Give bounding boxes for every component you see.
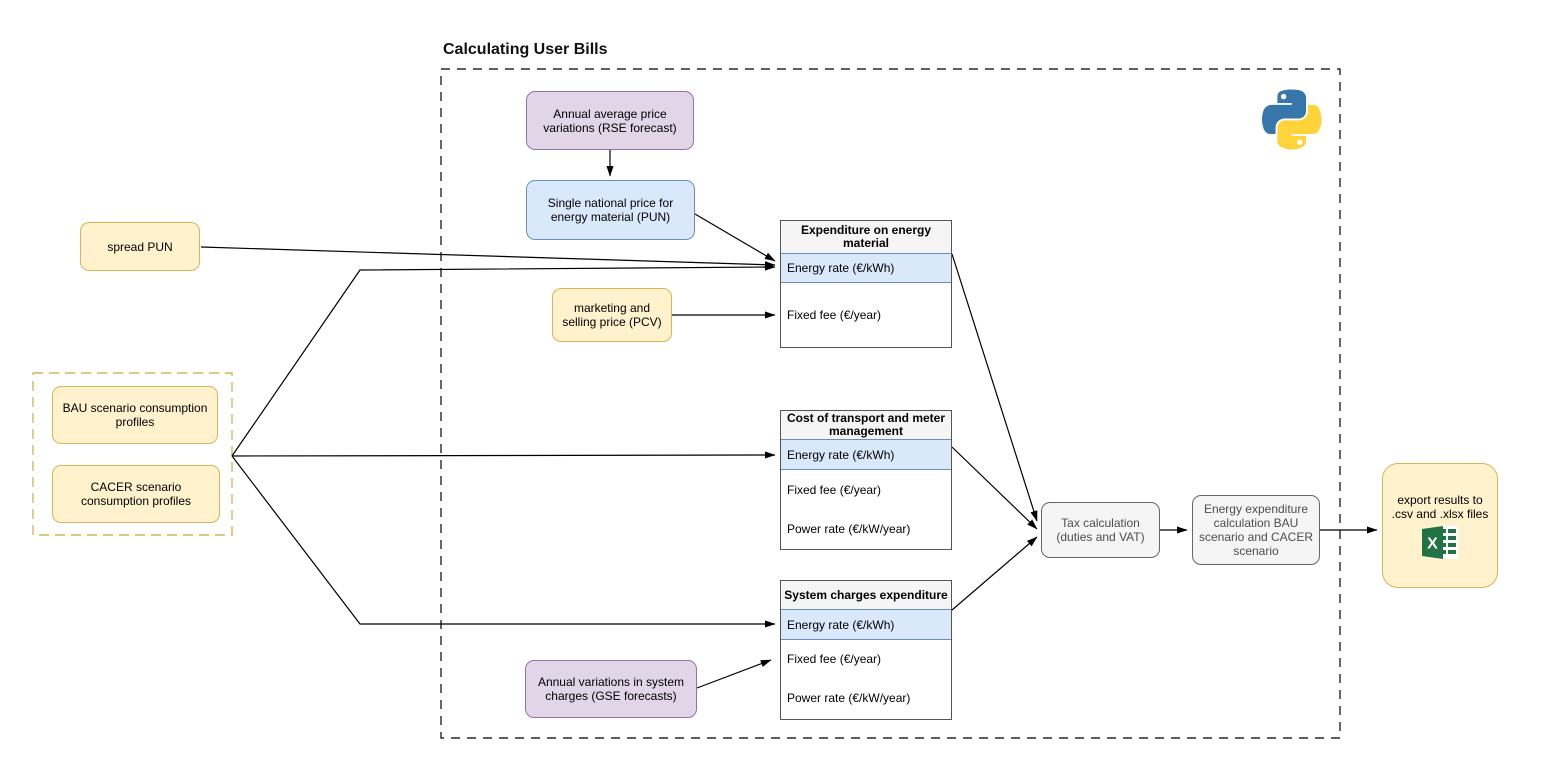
table-header: Expenditure on energy material — [781, 221, 951, 253]
node-pun: Single national price for energy materia… — [526, 180, 695, 240]
node-label: Energy expenditure calculation BAU scena… — [1198, 502, 1314, 558]
node-label: Annual average price variations (RSE for… — [543, 106, 677, 135]
arrow-spread-pun-to-energy-material — [200, 246, 776, 269]
arrow-pun-to-energy-material — [694, 213, 776, 262]
arrow-system-charges-to-tax — [951, 536, 1038, 611]
profiles-dashed-container — [32, 372, 233, 536]
node-bau-profiles: BAU scenario consumption profiles — [52, 386, 218, 444]
table-row-fixed-fee: Fixed fee (€/year) — [781, 470, 951, 509]
arrow-profiles-to-system-charges — [231, 455, 776, 628]
svg-text:X: X — [1427, 535, 1438, 552]
node-rse-forecast: Annual average price variations (RSE for… — [526, 91, 694, 150]
table-row-energy-rate: Energy rate (€/kWh) — [781, 253, 951, 283]
node-label: CACER scenario consumption profiles — [80, 480, 192, 508]
table-system-charges-expenditure: System charges expenditure Energy rate (… — [780, 580, 952, 720]
node-energy-expenditure-calc: Energy expenditure calculation BAU scena… — [1192, 495, 1320, 565]
arrow-transport-to-tax — [951, 446, 1038, 530]
table-row-power-rate: Power rate (€/kW/year) — [781, 509, 951, 549]
node-label: Single national price for energy materia… — [547, 196, 674, 224]
node-label: Tax calculation (duties and VAT) — [1056, 516, 1145, 544]
arrow-profiles-to-transport — [231, 451, 776, 459]
table-row-energy-rate: Energy rate (€/kWh) — [781, 609, 951, 640]
node-label: spread PUN — [107, 239, 173, 254]
node-export-results: export results to .csv and .xlsx files X — [1382, 463, 1498, 588]
node-pcv: marketing and selling price (PCV) — [552, 288, 672, 342]
arrow-profiles-to-energy-material — [231, 263, 776, 457]
table-row-energy-rate: Energy rate (€/kWh) — [781, 439, 951, 470]
excel-icon: X — [1421, 525, 1458, 559]
python-icon — [1262, 89, 1322, 150]
table-row-power-rate: Power rate (€/kW/year) — [781, 677, 951, 719]
main-dashed-container — [440, 68, 1341, 739]
node-label: marketing and selling price (PCV) — [562, 301, 662, 329]
table-expenditure-energy-material: Expenditure on energy material Energy ra… — [780, 220, 952, 348]
node-label: Annual variations in system charges (GSE… — [537, 675, 685, 703]
table-row-fixed-fee: Fixed fee (€/year) — [781, 640, 951, 677]
node-label: BAU scenario consumption profiles — [62, 401, 208, 429]
arrow-energy-material-to-tax — [951, 253, 1038, 522]
node-label: export results to .csv and .xlsx files — [1391, 492, 1489, 521]
diagram-title: Calculating User Bills — [443, 41, 608, 58]
table-header: System charges expenditure — [781, 581, 951, 609]
node-cacer-profiles: CACER scenario consumption profiles — [52, 465, 220, 523]
table-header: Cost of transport and meter management — [781, 411, 951, 439]
node-gse-forecast: Annual variations in system charges (GSE… — [525, 660, 697, 718]
node-spread-pun: spread PUN — [80, 222, 200, 271]
table-row-fixed-fee: Fixed fee (€/year) — [781, 283, 951, 347]
table-transport-meter-management: Cost of transport and meter management E… — [780, 410, 952, 550]
node-tax-calculation: Tax calculation (duties and VAT) — [1041, 502, 1160, 558]
arrow-gse-to-system-charges — [696, 659, 772, 689]
